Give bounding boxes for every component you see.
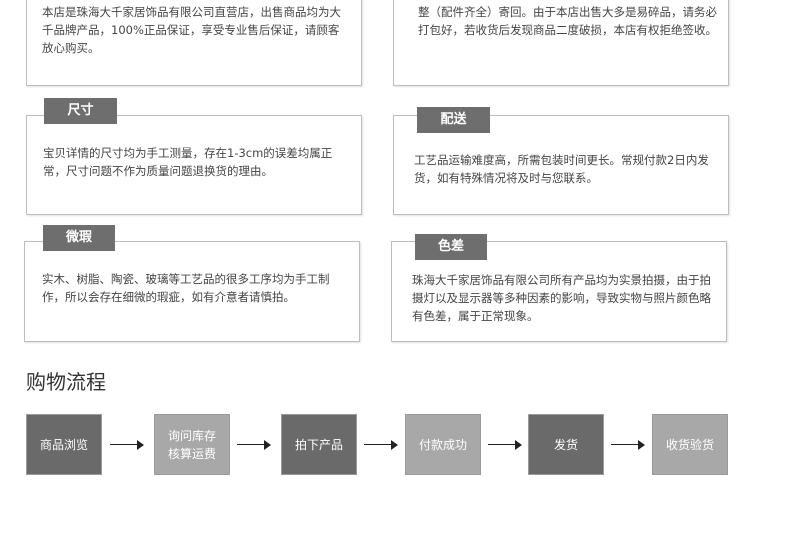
- step-receive: 收货验货: [652, 414, 728, 475]
- step-ship: 发货: [528, 414, 604, 475]
- card-size: 宝贝详情的尺寸均为手工测量，存在1-3cm的误差均属正常，尺寸问题不作为质量问题…: [26, 115, 362, 215]
- card-delivery-text: 工艺品运输难度高，所需包装时间更长。常规付款2日内发货，如有特殊情况将及时与您联…: [414, 153, 709, 185]
- card-returns-info: 系客服享受本店退换货服务，将问题拍照证实，并将商品完整（配件齐全）寄回。由于本店…: [393, 0, 729, 86]
- card-flaw: 实木、树脂、陶瓷、玻璃等工艺品的很多工序均为手工制作，所以会存在细微的瑕疵，如有…: [24, 241, 360, 342]
- step-paid: 付款成功: [405, 414, 481, 475]
- arrow-icon: [611, 440, 645, 450]
- card-store-text: 本店是珠海大千家居饰品有限公司直营店，出售商品均为大千品牌产品，100%正品保证…: [42, 5, 341, 55]
- arrow-icon: [237, 440, 271, 450]
- card-size-text: 宝贝详情的尺寸均为手工测量，存在1-3cm的误差均属正常，尺寸问题不作为质量问题…: [43, 146, 333, 178]
- card-color: 珠海大千家居饰品有限公司所有产品均为实景拍摄，由于拍摄灯以及显示器等多种因素的影…: [391, 241, 727, 342]
- step-inquire: 询问库存核算运费: [154, 414, 230, 475]
- card-delivery: 工艺品运输难度高，所需包装时间更长。常规付款2日内发货，如有特殊情况将及时与您联…: [393, 115, 729, 215]
- section-title-process: 购物流程: [26, 370, 106, 394]
- tag-flaw: 微瑕: [43, 225, 115, 251]
- step-browse: 商品浏览: [26, 414, 102, 475]
- card-flaw-text: 实木、树脂、陶瓷、玻璃等工艺品的很多工序均为手工制作，所以会存在细微的瑕疵，如有…: [42, 272, 330, 304]
- card-color-text: 珠海大千家居饰品有限公司所有产品均为实景拍摄，由于拍摄灯以及显示器等多种因素的影…: [412, 273, 711, 323]
- step-order: 拍下产品: [281, 414, 357, 475]
- tag-color: 色差: [415, 234, 487, 260]
- card-store-info: 本店是珠海大千家居饰品有限公司直营店，出售商品均为大千品牌产品，100%正品保证…: [26, 0, 362, 86]
- tag-delivery: 配送: [417, 107, 490, 133]
- card-returns-text: 系客服享受本店退换货服务，将问题拍照证实，并将商品完整（配件齐全）寄回。由于本店…: [418, 0, 717, 37]
- arrow-icon: [488, 440, 522, 450]
- step-inquire-label: 询问库存核算运费: [167, 428, 216, 461]
- tag-size: 尺寸: [44, 98, 117, 124]
- arrow-icon: [364, 440, 398, 450]
- arrow-icon: [110, 440, 144, 450]
